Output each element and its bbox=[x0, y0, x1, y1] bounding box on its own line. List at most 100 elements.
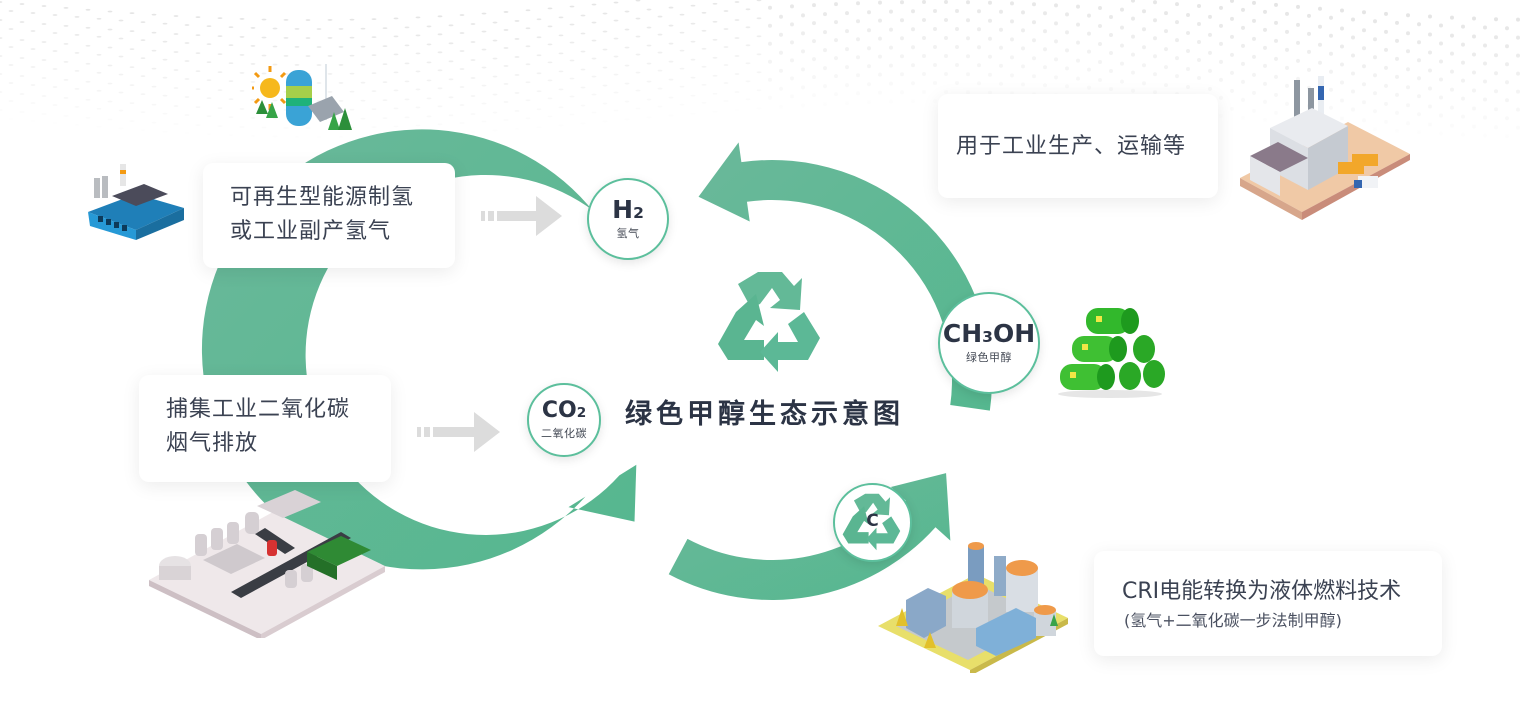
background-dot bbox=[745, 98, 751, 101]
background-dot bbox=[768, 41, 772, 46]
background-dot bbox=[173, 51, 179, 53]
background-dot bbox=[1263, 45, 1267, 50]
background-dot bbox=[999, 45, 1003, 50]
background-dot bbox=[900, 36, 904, 41]
background-dot bbox=[1153, 72, 1157, 77]
background-dot bbox=[1175, 56, 1179, 61]
background-dot bbox=[1010, 55, 1014, 60]
background-dot bbox=[459, 32, 465, 34]
background-dot bbox=[470, 113, 476, 115]
background-dot bbox=[1186, 12, 1190, 17]
background-dot bbox=[1362, 100, 1366, 105]
background-dot bbox=[1483, 79, 1487, 84]
background-dot bbox=[140, 111, 146, 114]
background-dot bbox=[85, 62, 91, 65]
background-dot bbox=[823, 12, 827, 17]
background-dot bbox=[426, 97, 432, 100]
background-dot bbox=[118, 109, 124, 112]
background-dot bbox=[8, 82, 14, 84]
background-dot bbox=[228, 44, 234, 47]
background-dot bbox=[1384, 65, 1388, 70]
background-dot bbox=[162, 58, 168, 61]
background-dot bbox=[514, 110, 520, 112]
background-dot bbox=[1472, 88, 1476, 93]
background-dot bbox=[1065, 48, 1069, 53]
background-dot bbox=[1494, 17, 1498, 22]
background-dot bbox=[801, 67, 805, 72]
background-dot bbox=[1318, 6, 1322, 11]
background-dot bbox=[547, 61, 553, 64]
background-dot bbox=[613, 91, 619, 94]
background-dot bbox=[1439, 95, 1443, 100]
background-dot bbox=[195, 124, 201, 127]
background-dot bbox=[580, 86, 586, 89]
background-dot bbox=[470, 41, 476, 43]
flow-arrow-h2 bbox=[481, 196, 562, 236]
background-dot bbox=[107, 64, 113, 67]
refinery-illustration bbox=[878, 542, 1068, 673]
background-dot bbox=[393, 71, 399, 74]
background-dot bbox=[1351, 35, 1355, 40]
background-dot bbox=[624, 10, 630, 13]
background-dot bbox=[481, 84, 487, 87]
background-dot bbox=[404, 116, 410, 119]
background-dot bbox=[1197, 39, 1201, 44]
background-dot bbox=[933, 81, 937, 86]
background-dot bbox=[1230, 0, 1234, 3]
background-dot bbox=[624, 118, 630, 121]
background-dot bbox=[162, 112, 168, 115]
background-dot bbox=[856, 91, 860, 96]
background-dot bbox=[393, 107, 399, 110]
background-dot bbox=[162, 130, 168, 133]
background-dot bbox=[1340, 98, 1344, 103]
background-dot bbox=[1384, 29, 1388, 34]
background-dot bbox=[1450, 51, 1454, 56]
background-dot bbox=[944, 54, 948, 59]
background-dot bbox=[1186, 48, 1190, 53]
background-dot bbox=[1362, 10, 1366, 15]
background-dot bbox=[371, 108, 377, 110]
background-dot bbox=[657, 15, 663, 18]
background-dot bbox=[1065, 84, 1069, 89]
background-dot bbox=[272, 135, 278, 138]
background-dot bbox=[184, 42, 190, 44]
background-dot bbox=[701, 47, 707, 50]
background-dot bbox=[812, 3, 816, 8]
background-dot bbox=[1351, 71, 1355, 76]
background-dot bbox=[1296, 22, 1300, 27]
background-dot bbox=[184, 96, 190, 98]
background-dot bbox=[635, 107, 641, 110]
background-dot bbox=[1274, 92, 1278, 97]
background-dot bbox=[690, 94, 696, 97]
background-dot bbox=[415, 106, 421, 109]
background-dot bbox=[646, 116, 652, 119]
background-dot bbox=[459, 68, 465, 70]
background-dot bbox=[1395, 74, 1399, 79]
background-dot bbox=[569, 59, 575, 62]
background-dot bbox=[239, 126, 245, 128]
background-dot bbox=[1461, 24, 1465, 29]
background-dot bbox=[41, 23, 47, 25]
background-dot bbox=[900, 72, 904, 77]
background-dot bbox=[944, 36, 948, 41]
background-dot bbox=[1197, 57, 1201, 62]
background-dot bbox=[96, 17, 102, 20]
background-dot bbox=[569, 77, 575, 80]
background-dot bbox=[1307, 49, 1311, 54]
background-dot bbox=[591, 57, 597, 60]
background-dot bbox=[0, 109, 3, 111]
background-dot bbox=[1505, 134, 1509, 139]
background-dot bbox=[790, 76, 794, 81]
background-dot bbox=[492, 21, 498, 24]
background-dot bbox=[41, 113, 47, 115]
background-dot bbox=[988, 36, 992, 41]
background-dot bbox=[1472, 70, 1476, 75]
background-dot bbox=[140, 57, 146, 60]
card-hydrogen-source: 可再生型能源制氢 或工业副产氢气 bbox=[203, 163, 455, 268]
background-dot bbox=[1340, 80, 1344, 85]
background-dot bbox=[1142, 63, 1146, 68]
background-dot bbox=[415, 70, 421, 73]
background-dot bbox=[1230, 88, 1234, 93]
background-dot bbox=[756, 35, 762, 38]
background-dot bbox=[1417, 58, 1421, 63]
